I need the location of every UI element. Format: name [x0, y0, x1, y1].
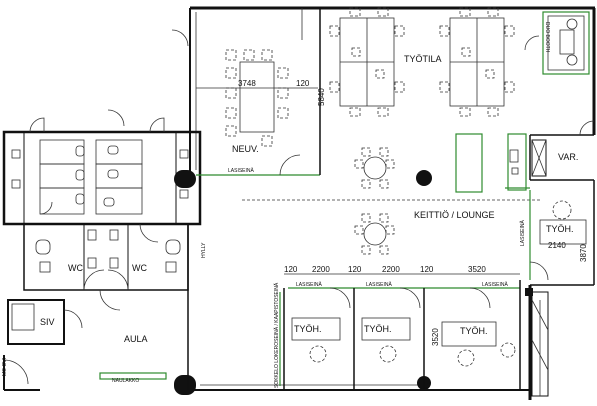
label-lasiseina-tyoh2: LASISEINÄ [366, 281, 393, 288]
dim-3748: 3748 [238, 79, 256, 88]
dim-5840: 5840 [317, 88, 326, 106]
room-keittio: KEITTIÖ / LOUNGE [414, 210, 495, 220]
var-room [529, 120, 595, 181]
room-var: VAR. [558, 152, 578, 162]
room-tyoh-right: TYÖH. [546, 224, 574, 234]
dim-2200-a: 2200 [312, 265, 330, 274]
outer-walls [189, 6, 596, 400]
label-lasiseina-neuv: LASISEINÄ [228, 167, 255, 174]
aula-walls [99, 224, 189, 390]
tyoh-right-room [529, 190, 587, 281]
lower-offices [279, 273, 521, 390]
workstations [329, 7, 515, 117]
room-duo-booth: DUO BOOTH [544, 22, 550, 53]
dim-120-top: 120 [296, 79, 310, 88]
label-naulakko: NAULAKKO [112, 378, 139, 384]
room-siv: SIV [40, 317, 55, 327]
dim-3870: 3870 [579, 244, 588, 262]
kitchen-lounge [242, 133, 540, 255]
duo-booth [524, 11, 590, 75]
dim-120-a: 120 [284, 265, 298, 274]
label-lasiseina-right: LASISEINÄ [519, 219, 526, 246]
room-tyoh-2: TYÖH. [364, 324, 392, 334]
columns [174, 170, 533, 395]
room-wc-1: WC [68, 263, 83, 273]
siv-room [3, 299, 83, 391]
label-lasiseina-tyoh1: LASISEINÄ [296, 281, 323, 288]
room-wc-2: WC [132, 263, 147, 273]
label-lasiseina-tyoh3: LASISEINÄ [482, 281, 509, 288]
neuv-room [196, 8, 321, 176]
dim-120-b: 120 [348, 265, 362, 274]
wc-core [2, 117, 202, 226]
room-tyoh-1: TYÖH. [294, 324, 322, 334]
label-sokkelo: SOKKELO LOKEROSEINÄ / KAAPISTOSEINÄ [273, 282, 280, 388]
dim-2200-b: 2200 [382, 265, 400, 274]
room-neuv: NEUV. [232, 144, 259, 154]
dim-3520-h: 3520 [468, 265, 486, 274]
label-mo-ovi: MO OVI [2, 358, 8, 376]
dim-2140: 2140 [548, 241, 566, 250]
dim-120-c: 120 [420, 265, 434, 274]
label-hylly: HYLLY [201, 242, 207, 258]
room-tyotila: TYÖTILA [404, 54, 442, 64]
dim-3520-v: 3520 [431, 328, 440, 346]
wc-rooms [23, 223, 189, 291]
door-swings [107, 29, 189, 127]
room-tyoh-3: TYÖH. [460, 326, 488, 336]
room-aula: AULA [124, 334, 148, 344]
